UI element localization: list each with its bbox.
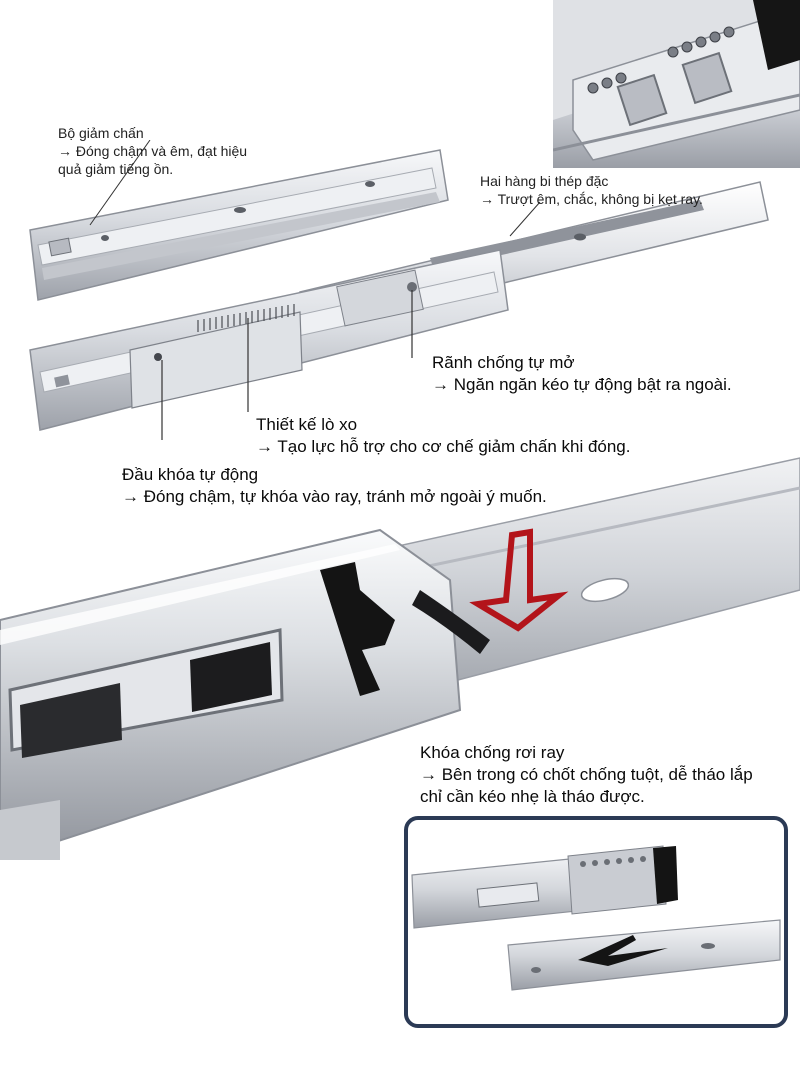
annotation-auto-lock: Đầu khóa tự động → Đóng chậm, tự khóa và… [122,464,547,508]
inset-removal-illustration [404,816,788,1028]
anti-drop-closeup-drawing [0,457,800,860]
pointer-ball-bearing [509,201,541,237]
annotation-spring-title: Thiết kế lò xo [256,415,358,434]
ball-bearing-closeup-drawing [553,0,800,168]
upper-black-cap [653,846,678,904]
annotation-damper-title: Bộ giảm chấn [58,125,144,141]
steel-ball [723,26,735,38]
annotation-anti-drop: Khóa chống rơi ray → Bên trong có chốt c… [420,742,753,808]
steel-ball [601,77,613,89]
steel-ball [667,46,679,58]
anti-drop-hook [578,935,668,966]
window-slot [681,51,733,105]
steel-ball [615,72,627,84]
annotation-anti-open-slot-title: Rãnh chống tự mở [432,353,575,372]
window-slot [616,73,668,127]
annotation-damper-desc-2: quả giảm tiếng ồn. [58,161,174,177]
annotation-auto-lock-desc: → Đóng chậm, tự khóa vào ray, tránh mở n… [122,487,547,506]
steel-ball [709,31,721,43]
annotation-auto-lock-title: Đầu khóa tự động [122,465,259,484]
spring-coil [197,304,295,332]
annotation-ball-bearing-title: Hai hàng bi thép đặc [480,173,609,189]
red-arrow-indicator [469,528,569,632]
annotation-damper: Bộ giảm chấn → Đóng chậm và êm, đạt hiệu… [58,124,247,178]
annotation-anti-open-slot-desc: → Ngăn ngăn kéo tự động bật ra ngoài. [432,375,732,394]
inset-rails-drawing [411,845,781,991]
extended-drawer-slide [29,181,769,431]
steel-ball [587,82,599,94]
auto-lock-head [154,353,162,361]
closed-drawer-slide [29,149,449,301]
annotation-ball-bearing-desc: → Trượt êm, chắc, không bị kẹt ray. [480,191,703,207]
annotation-anti-drop-desc-1: → Bên trong có chốt chống tuột, dễ tháo … [420,765,753,784]
anti-drop-pin [412,590,490,654]
damper-housing [129,311,303,409]
pointer-damper [89,140,151,226]
steel-ball [695,36,707,48]
annotation-anti-drop-desc-2: chỉ cần kéo nhẹ là tháo được. [420,787,645,806]
drawer-slides-drawing [29,140,769,440]
annotation-spring: Thiết kế lò xo → Tạo lực hỗ trợ cho cơ c… [256,414,631,458]
annotation-ball-bearing: Hai hàng bi thép đặc → Trượt êm, chắc, k… [480,172,703,208]
anti-open-catch [336,269,424,327]
black-end-cap [753,0,800,70]
annotation-spring-desc: → Tạo lực hỗ trợ cho cơ chế giảm chấn kh… [256,437,631,456]
black-latch [320,562,395,696]
annotation-anti-open-slot: Rãnh chống tự mở → Ngăn ngăn kéo tự động… [432,352,732,396]
annotation-anti-drop-title: Khóa chống rơi ray [420,743,565,762]
ball-bearing-closeup-photo [553,0,800,168]
steel-ball [681,41,693,53]
annotation-damper-desc-1: → Đóng chậm và êm, đạt hiệu [58,143,248,159]
